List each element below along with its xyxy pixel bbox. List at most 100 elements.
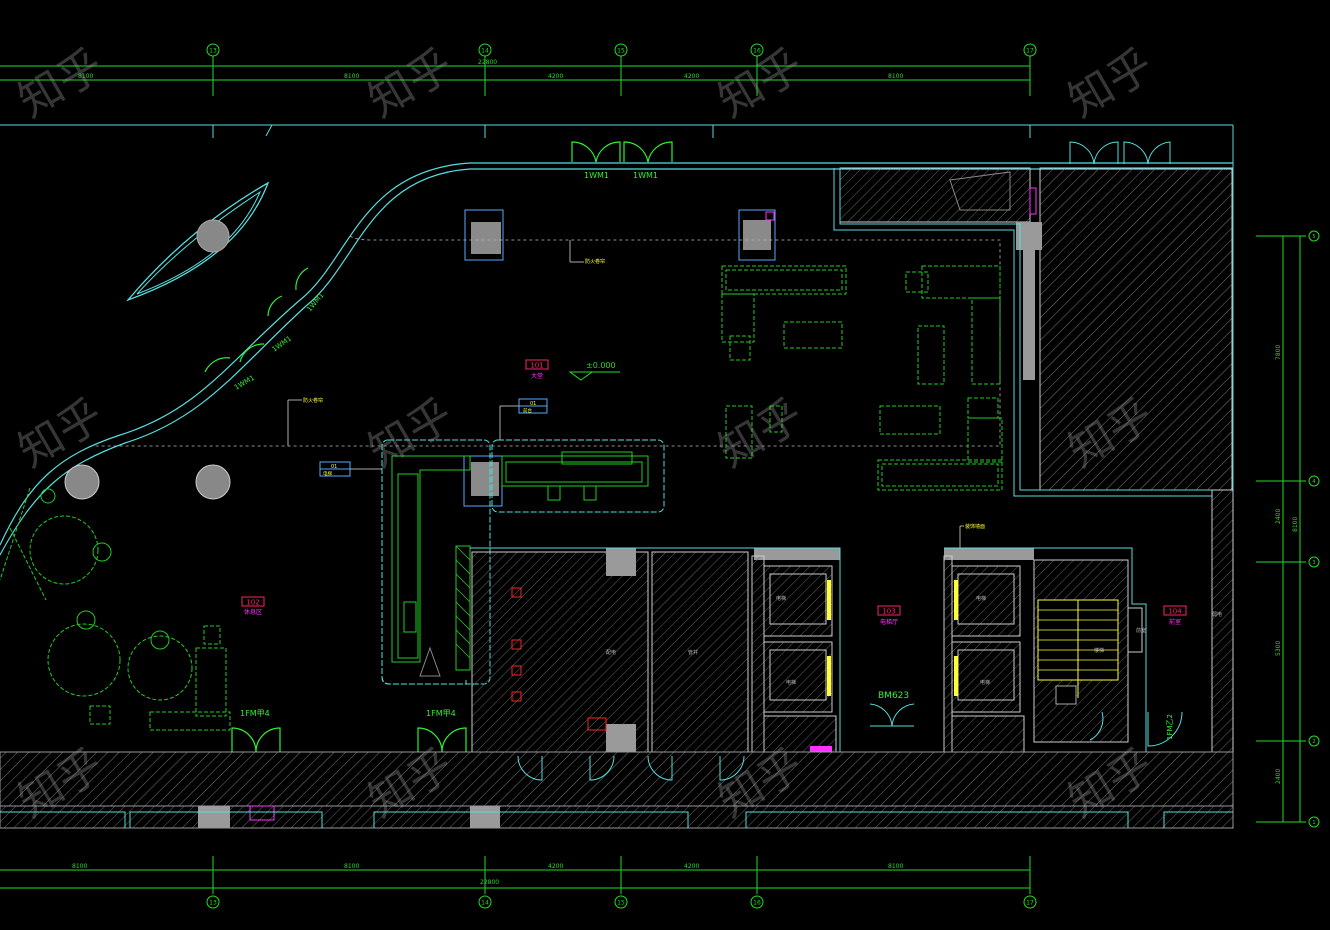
svg-text:楼梯: 楼梯 [1094,647,1104,654]
axis-bubble-bottom-15: 15 [614,895,628,909]
fixture-marker [511,587,522,598]
svg-text:2: 2 [1312,739,1315,745]
right-dim-2: 2400 [1275,509,1282,524]
bottom-dim-3: 4200 [548,863,563,870]
lounge-chairs [40,488,170,650]
axis-bubble-top-14: 14 [478,43,492,57]
svg-text:知乎: 知乎 [360,39,462,127]
svg-text:电梯: 电梯 [786,679,796,686]
lounge-furniture [721,265,1003,491]
door-label: 1WM1 [233,374,256,392]
axis-bubble-top-13: 13 [206,43,220,57]
top-dim-1: 8100 [78,73,93,80]
room-tags: 101 大堂 102 休息区 103 电梯厅 104 前室 [241,359,1187,626]
svg-text:前台: 前台 [523,407,532,414]
bottom-dim-4: 4200 [684,863,699,870]
svg-text:电梯: 电梯 [976,595,986,602]
dashed-soffit-lines [95,235,1001,447]
door-label: 1WM1 [584,171,609,180]
glass-doors [517,141,1183,781]
svg-text:知乎: 知乎 [710,39,812,127]
svg-text:弱电: 弱电 [1212,611,1222,618]
svg-text:102: 102 [246,599,259,607]
right-dim-1: 7800 [1275,345,1282,360]
svg-text:电梯: 电梯 [776,595,786,602]
svg-text:1: 1 [1312,820,1315,826]
door-label: 1FM甲4 [426,709,456,718]
svg-text:知乎: 知乎 [360,389,462,477]
small-room-texts: 配电 管井 电梯 电梯 电梯 电梯 前室 楼梯 弱电 [606,595,1222,686]
fixture-marker [511,665,522,676]
lower-core-rooms [470,489,1234,753]
column-round [64,464,100,500]
svg-text:管井: 管井 [688,649,698,656]
svg-text:17: 17 [1026,48,1034,55]
svg-text:4: 4 [1312,479,1315,485]
room-tag-102: 102 休息区 [241,596,265,616]
right-dimension-chain: 7800 2400 5300 2400 8100 5 4 3 2 1 [1256,230,1320,828]
svg-text:103: 103 [882,608,895,616]
svg-text:13: 13 [209,900,217,907]
leaf-planter [125,181,270,302]
room-tag-104: 104 前室 [1163,605,1187,626]
svg-text:01: 01 [530,401,536,407]
curved-facade-wall [0,162,1233,556]
svg-text:知乎: 知乎 [710,389,812,477]
svg-text:前室: 前室 [1136,627,1146,634]
svg-text:±0.000: ±0.000 [586,361,616,370]
leader-labels: 防火卷帘 防火卷帘 装饰墙面 01 前台 01 电梯 [287,240,985,548]
right-shaft-area [833,167,1233,497]
bottom-dim-1: 8100 [72,863,87,870]
elevation-marker: ±0.000 [568,361,620,381]
axis-bubble-right-3: 3 [1308,556,1320,568]
svg-text:01: 01 [331,464,337,470]
svg-text:5: 5 [1312,234,1315,240]
svg-text:15: 15 [617,900,625,907]
svg-text:101: 101 [530,362,543,370]
top-dim-total: 22800 [478,59,497,66]
top-dim-3: 4200 [548,73,563,80]
svg-text:3: 3 [1312,560,1315,566]
svg-text:休息区: 休息区 [244,608,262,616]
svg-text:知乎: 知乎 [10,39,112,127]
svg-text:16: 16 [753,48,761,55]
right-dim-3: 5300 [1275,641,1282,656]
axis-bubble-bottom-16: 16 [750,895,764,909]
axis-bubble-top-17: 17 [1023,43,1037,57]
svg-text:13: 13 [209,48,217,55]
bottom-dimension-chain: 8100 8100 4200 4200 8100 22800 13 14 15 … [0,856,1037,909]
axis-bubble-bottom-14: 14 [478,895,492,909]
reception-desk [381,439,665,685]
room-tag-101: 101 大堂 [525,359,549,380]
door-label: 1FM乙2 [1166,714,1174,740]
svg-text:大堂: 大堂 [531,372,543,380]
fixture-marker [511,639,522,650]
axis-bubble-right-4: 4 [1308,475,1320,487]
door-label: 1WM1 [305,291,325,313]
square-columns [463,209,776,507]
fixture-marker [587,717,607,731]
svg-text:16: 16 [753,900,761,907]
svg-text:14: 14 [481,48,489,55]
fixture-marker [511,691,522,702]
svg-text:电梯: 电梯 [323,470,332,477]
svg-text:15: 15 [617,48,625,55]
door-label: 1FM甲4 [240,709,270,718]
svg-text:配电: 配电 [606,649,616,656]
svg-text:104: 104 [1168,608,1182,616]
bottom-dim-5: 8100 [888,863,903,870]
stair [1033,559,1143,743]
door-label: BM623 [878,691,909,701]
bottom-dim-2: 8100 [344,863,359,870]
svg-text:防火卷帘: 防火卷帘 [303,397,323,404]
axis-bubble-right-1: 1 [1308,816,1320,828]
axis-bubble-right-5: 5 [1308,230,1320,242]
svg-text:14: 14 [481,900,489,907]
column-round [195,464,231,500]
svg-text:知乎: 知乎 [1060,39,1162,127]
axis-bubble-bottom-17: 17 [1023,895,1037,909]
column-round [196,219,230,253]
top-dimension-chain: 8100 8100 4200 4200 8100 22800 13 14 15 … [0,43,1037,96]
svg-text:装饰墙面: 装饰墙面 [965,523,985,530]
